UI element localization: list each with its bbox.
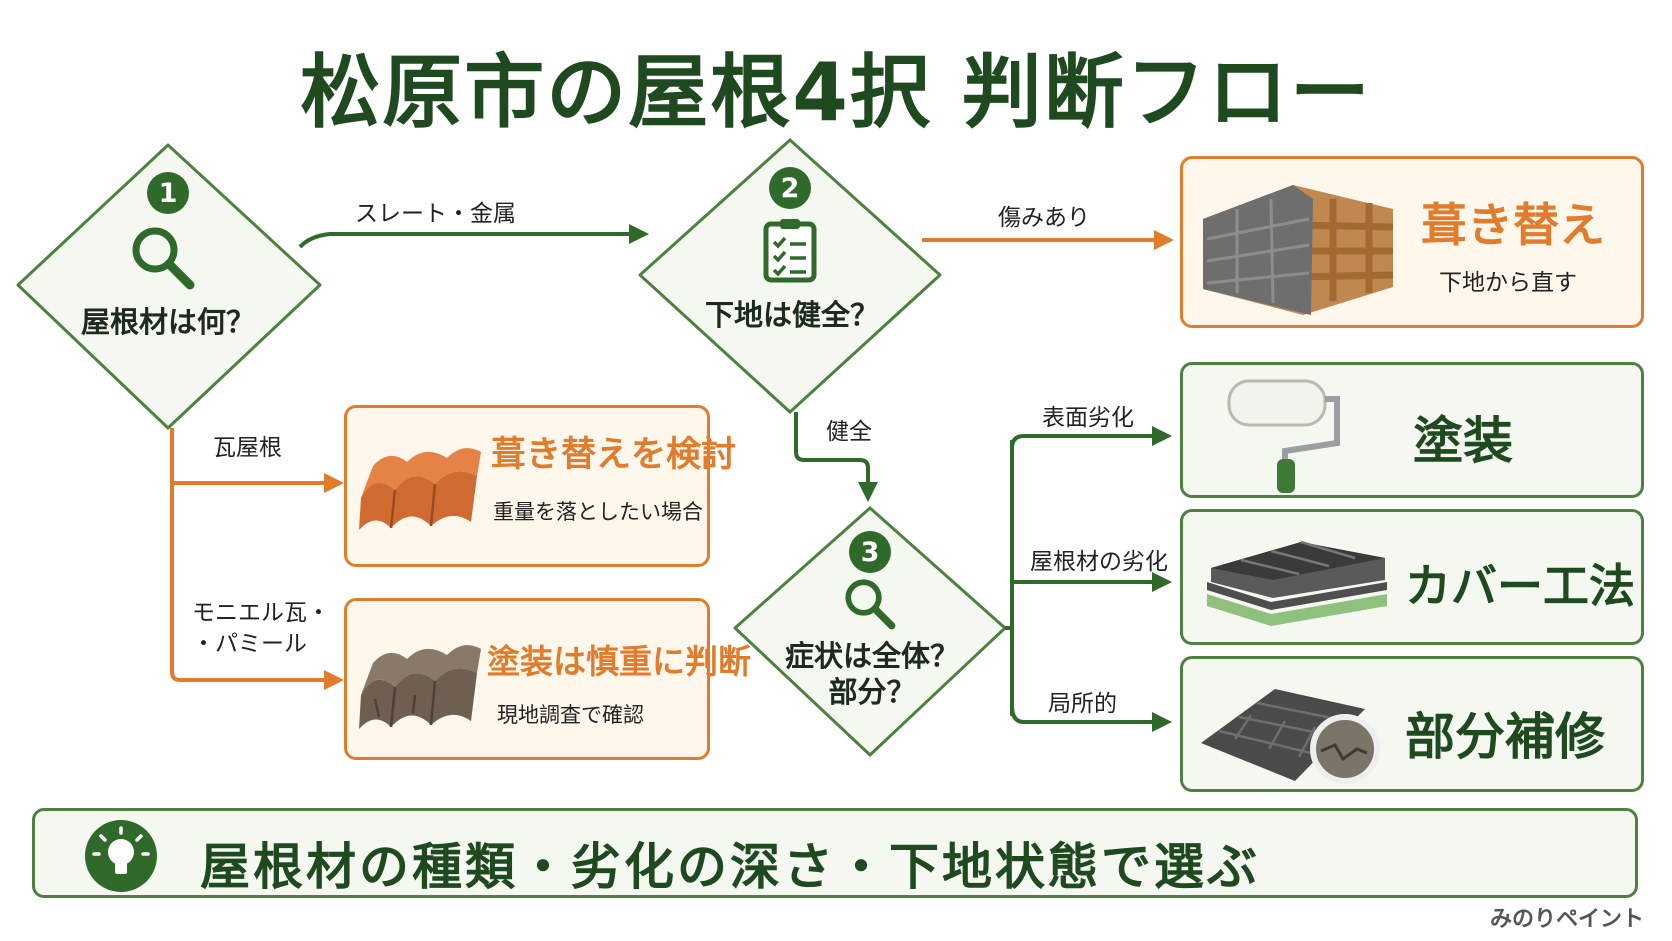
edge-label-tile-roof: 瓦屋根 — [213, 435, 282, 461]
arrow-slate-metal — [298, 224, 649, 249]
decision-diamond-3 — [733, 506, 1007, 757]
outcome-careful-painting-card: 塗装は慎重に判断 現地調査で確認 — [344, 598, 751, 760]
clay-tile-illustration — [355, 436, 485, 540]
edge-label-damaged: 傷みあり — [998, 205, 1090, 231]
magnifier-icon — [127, 222, 199, 298]
outcome-careful-painting-subtitle: 現地調査で確認 — [497, 703, 644, 727]
edge-label-monier: モニエル瓦・ — [192, 600, 330, 626]
outcome-partial-repair-title: 部分補修 — [1405, 708, 1605, 766]
arrow-surface — [1010, 426, 1172, 449]
edge-label-surface: 表面劣化 — [1042, 405, 1134, 431]
arrow-branch-trunk — [1005, 440, 1014, 716]
edge-label-localized: 局所的 — [1048, 691, 1117, 717]
brand-label: みのりペイント — [1489, 907, 1644, 932]
arrow-tile-roof — [170, 428, 344, 690]
outcome-cover-card: カバー工法 — [1180, 509, 1644, 645]
step-number-2: 2 — [769, 167, 811, 209]
roof-substrate-illustration — [1193, 169, 1403, 323]
cement-tile-illustration — [355, 629, 485, 743]
step-number-1: 1 — [147, 172, 189, 214]
edge-label-monier-pamir: モニエル瓦・ ・パミール — [192, 598, 330, 660]
decision-3-question-line1: 症状は全体？ — [784, 638, 960, 673]
edge-label-pamir: ・パミール — [192, 631, 307, 658]
decision-3-question-line2: 部分？ — [828, 675, 916, 709]
edge-label-material: 屋根材の劣化 — [1030, 549, 1168, 575]
step-number-3: 3 — [849, 531, 891, 573]
outcome-painting-title: 塗装 — [1413, 412, 1513, 470]
outcome-partial-repair-card: 部分補修 — [1180, 656, 1644, 792]
outcome-careful-painting-title: 塗装は慎重に判断 — [487, 642, 751, 681]
outcome-consider-reroof-card: 葺き替えを検討 重量を落としたい場合 — [344, 405, 736, 567]
outcome-cover-title: カバー工法 — [1405, 559, 1635, 613]
arrow-localized — [1010, 705, 1172, 732]
outcome-consider-reroof-title: 葺き替えを検討 — [491, 435, 737, 475]
paint-roller-icon — [1221, 371, 1351, 501]
lightbulb-icon — [85, 820, 157, 892]
arrow-sound — [794, 412, 878, 502]
outcome-reroof-subtitle: 下地から直す — [1439, 270, 1577, 296]
metal-panel-layer-illustration — [1201, 528, 1391, 642]
edge-label-slate-metal: スレート・金属 — [355, 201, 516, 227]
summary-text: 屋根材の種類・劣化の深さ・下地状態で選ぶ — [200, 838, 1260, 896]
outcome-painting-card: 塗装 — [1180, 362, 1644, 498]
magnifier-icon — [841, 575, 899, 637]
shingle-repair-illustration — [1195, 669, 1395, 793]
decision-1-question: 屋根材は何？ — [80, 304, 256, 339]
decision-2-question: 下地は健全？ — [704, 297, 880, 332]
clipboard-checklist-icon — [760, 216, 820, 288]
decision-diamond-1 — [16, 143, 322, 430]
decision-3-question: 症状は全体？ 部分？ — [785, 638, 959, 711]
outcome-reroof-card: 葺き替え 下地から直す — [1180, 156, 1644, 328]
outcome-consider-reroof-subtitle: 重量を落としたい場合 — [493, 500, 703, 524]
outcome-reroof-title: 葺き替え — [1421, 198, 1605, 252]
page-title: 松原市の屋根4択 判断フロー — [300, 46, 1372, 139]
edge-label-sound: 健全 — [826, 419, 872, 445]
summary-banner: 屋根材の種類・劣化の深さ・下地状態で選ぶ — [32, 808, 1638, 898]
